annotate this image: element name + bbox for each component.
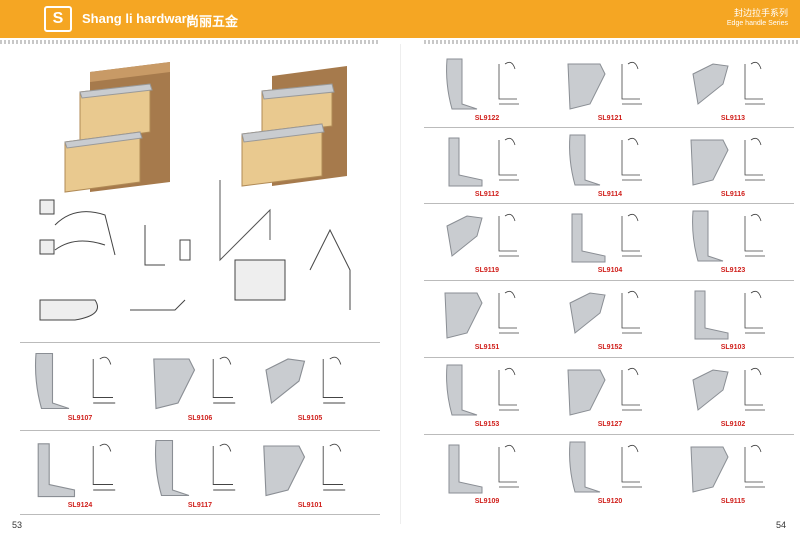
aluminum-profile-image <box>692 367 765 411</box>
product-code: SL9106 <box>187 415 213 422</box>
aluminum-profile-image <box>448 444 519 494</box>
aluminum-profile-image <box>153 356 236 410</box>
product-code: SL9104 <box>597 267 623 274</box>
left-divider-2 <box>20 430 380 431</box>
right-product-1: SL9121 <box>555 54 665 126</box>
product-code: SL9120 <box>597 498 623 505</box>
product-code: SL9151 <box>474 344 500 351</box>
left-divider-3 <box>20 514 380 515</box>
aluminum-profile-image <box>690 444 765 493</box>
right-product-3: SL9112 <box>432 130 542 202</box>
right-divider-4 <box>424 357 794 358</box>
series-title-cn: 封边拉手系列 <box>733 8 788 18</box>
right-product-9: SL9151 <box>432 283 542 355</box>
catalog-header: S Shang li hardware 尚丽五金 封边拉手系列 Edge han… <box>0 0 800 38</box>
right-product-5: SL9116 <box>678 130 788 202</box>
aluminum-profile-image <box>448 137 519 187</box>
tech-drawing-2 <box>39 299 186 321</box>
aluminum-profile-image <box>567 61 642 110</box>
aluminum-profile-image <box>444 290 519 339</box>
product-code: SL9109 <box>474 498 500 505</box>
product-code: SL9123 <box>720 267 746 274</box>
product-code: SL9112 <box>474 191 500 198</box>
aluminum-profile-image <box>569 441 642 493</box>
aluminum-profile-image <box>690 137 765 186</box>
right-divider-5 <box>424 434 794 435</box>
aluminum-profile-image <box>154 439 236 497</box>
page-spine <box>400 44 401 524</box>
aluminum-profile-image <box>692 61 765 105</box>
aluminum-profile-image <box>34 352 116 410</box>
right-divider-3 <box>424 280 794 281</box>
aluminum-profile-image <box>263 443 346 497</box>
aluminum-profile-image <box>446 364 519 416</box>
right-product-14: SL9102 <box>678 360 788 432</box>
tech-drawing-3 <box>219 180 351 310</box>
series-title-en: Edge handle Series <box>726 20 788 27</box>
right-product-8: SL9123 <box>678 206 788 278</box>
left-product-3: SL9124 <box>25 435 135 513</box>
left-divider-1 <box>20 342 380 343</box>
aluminum-profile-image <box>265 356 346 405</box>
aluminum-profile-image <box>694 290 765 340</box>
stripe-right <box>424 40 800 44</box>
aluminum-profile-image <box>692 210 765 262</box>
aluminum-profile-image <box>569 290 642 334</box>
right-product-2: SL9113 <box>678 54 788 126</box>
product-code: SL9124 <box>67 502 93 509</box>
page-number-right: 54 <box>776 520 787 530</box>
product-code: SL9107 <box>67 415 93 422</box>
left-product-5: SL9101 <box>255 435 365 513</box>
tech-drawing-1 <box>39 199 191 266</box>
product-code: SL9122 <box>474 115 500 122</box>
product-code: SL9105 <box>297 415 323 422</box>
product-code: SL9114 <box>597 191 623 198</box>
aluminum-profile-image <box>569 134 642 186</box>
left-product-2: SL9105 <box>255 348 365 426</box>
product-code: SL9117 <box>187 502 213 509</box>
product-code: SL9127 <box>597 421 623 428</box>
cabinet-illustration-1 <box>64 62 170 193</box>
right-product-4: SL9114 <box>555 130 665 202</box>
product-code: SL9115 <box>720 498 746 505</box>
aluminum-profile-image <box>446 213 519 257</box>
product-code: SL9103 <box>720 344 746 351</box>
aluminum-profile-image <box>446 58 519 110</box>
brand-name-cn: 尚丽五金 <box>186 14 239 29</box>
left-product-4: SL9117 <box>145 435 255 513</box>
left-product-0: SL9107 <box>25 348 135 426</box>
product-code: SL9119 <box>474 267 500 274</box>
right-product-10: SL9152 <box>555 283 665 355</box>
right-product-17: SL9115 <box>678 437 788 509</box>
stripe-left <box>0 40 380 44</box>
aluminum-profile-image <box>571 213 642 263</box>
right-product-11: SL9103 <box>678 283 788 355</box>
right-product-13: SL9127 <box>555 360 665 432</box>
page-number-left: 53 <box>12 520 23 530</box>
product-code: SL9102 <box>720 421 746 428</box>
right-product-15: SL9109 <box>432 437 542 509</box>
cabinet-illustration-2 <box>241 66 347 187</box>
brand-logo: S <box>44 6 72 32</box>
right-product-7: SL9104 <box>555 206 665 278</box>
product-code: SL9101 <box>297 502 323 509</box>
right-divider-2 <box>424 203 794 204</box>
right-product-16: SL9120 <box>555 437 665 509</box>
product-code: SL9121 <box>597 115 623 122</box>
product-code: SL9116 <box>720 191 746 198</box>
right-product-12: SL9153 <box>432 360 542 432</box>
product-code: SL9152 <box>597 344 623 351</box>
product-code: SL9153 <box>474 421 500 428</box>
aluminum-profile-image <box>37 443 116 498</box>
product-code: SL9113 <box>720 115 746 122</box>
left-product-1: SL9106 <box>145 348 255 426</box>
brand-name: Shang li hardware <box>82 11 194 26</box>
aluminum-profile-image <box>567 367 642 416</box>
right-product-0: SL9122 <box>432 54 542 126</box>
right-product-6: SL9119 <box>432 206 542 278</box>
right-divider-1 <box>424 127 794 128</box>
